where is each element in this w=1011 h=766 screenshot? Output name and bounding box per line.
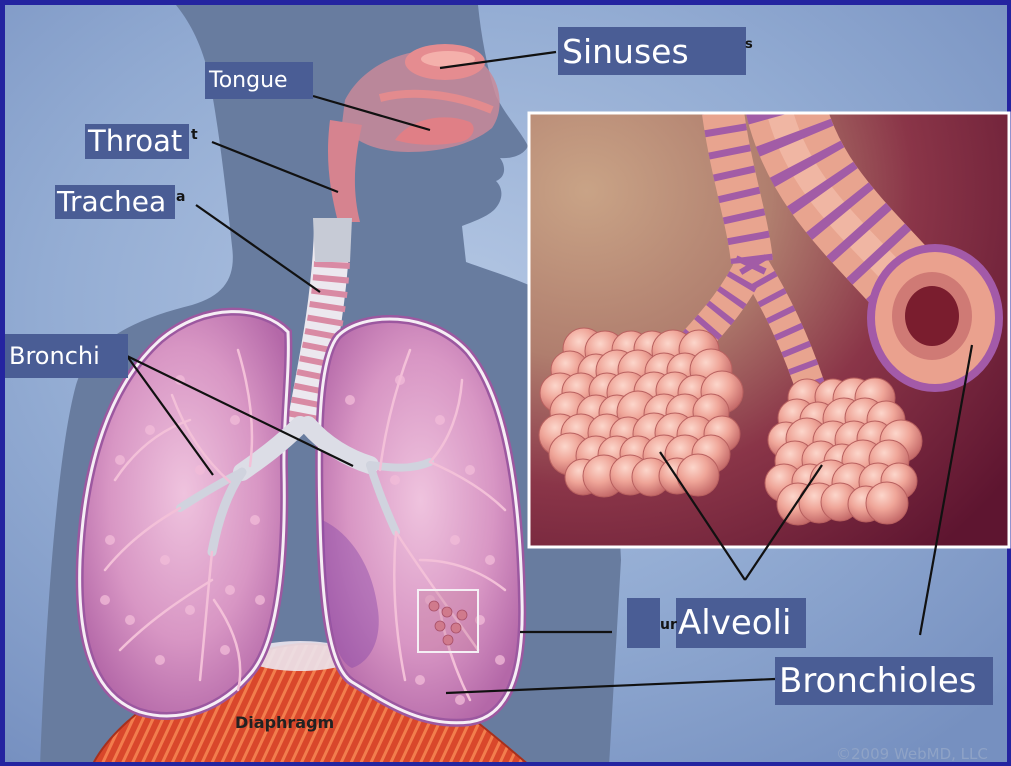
lung-alveolus-dot	[125, 615, 135, 625]
copyright-credit: ©2009 WebMD, LLC	[836, 745, 988, 763]
lung-alveolus-dot	[250, 515, 260, 525]
magnified-alveolus	[429, 601, 439, 611]
lung-alveolus-dot	[155, 655, 165, 665]
bronchi-label: Bronchi	[5, 334, 128, 378]
alveolus-sphere	[866, 482, 908, 524]
lung-alveolus-dot	[395, 375, 405, 385]
lung-alveolus-dot	[195, 465, 205, 475]
lung-alveolus-dot	[160, 555, 170, 565]
alveoli-label: Alveoli	[676, 598, 806, 648]
lung-alveolus-dot	[415, 675, 425, 685]
lung-alveolus-dot	[465, 465, 475, 475]
blank-label-box	[627, 598, 660, 648]
lung-alveolus-dot	[455, 695, 465, 705]
lung-alveolus-dot	[345, 395, 355, 405]
lung-alveolus-dot	[145, 425, 155, 435]
magnified-alveolus	[451, 623, 461, 633]
larynx	[313, 218, 352, 262]
lung-alveolus-dot	[220, 645, 230, 655]
alveolus-sphere	[677, 454, 719, 496]
sinuses-label-remnant: s	[745, 38, 753, 51]
tongue-label: Tongue	[205, 62, 313, 99]
lung-alveolus-dot	[225, 585, 235, 595]
lung-alveolus-dot	[485, 555, 495, 565]
throat-label: Throat	[85, 124, 189, 159]
diaphragm-label: Diaphragm	[235, 713, 334, 732]
magnified-alveolus	[442, 607, 452, 617]
lung-alveolus-dot	[390, 475, 400, 485]
bronchioles-label: Bronchioles	[775, 657, 993, 705]
magnified-alveolus	[435, 621, 445, 631]
lung-alveolus-dot	[100, 595, 110, 605]
lung-alveolus-dot	[450, 535, 460, 545]
cross-section-lumen	[905, 286, 959, 346]
magnified-alveolus	[443, 635, 453, 645]
lung-alveolus-dot	[115, 455, 125, 465]
bronchiole-cross-section	[867, 244, 1003, 392]
alveoli-cluster-left	[539, 328, 743, 497]
magnified-alveolus	[457, 610, 467, 620]
trachea-label: Trachea	[55, 185, 175, 219]
lung-alveolus-dot	[185, 605, 195, 615]
alveoli-label-remnant: ur	[660, 618, 677, 632]
lung-alveolus-dot	[230, 415, 240, 425]
lung-alveolus-dot	[105, 535, 115, 545]
alveoli-inset	[529, 105, 1009, 547]
lung-alveolus-dot	[495, 655, 505, 665]
lung-alveolus-dot	[435, 415, 445, 425]
lung-alveolus-dot	[255, 595, 265, 605]
throat-label-remnant: t	[191, 128, 198, 142]
sinuses-label: Sinuses	[558, 27, 746, 75]
trachea-label-remnant: a	[176, 190, 185, 204]
